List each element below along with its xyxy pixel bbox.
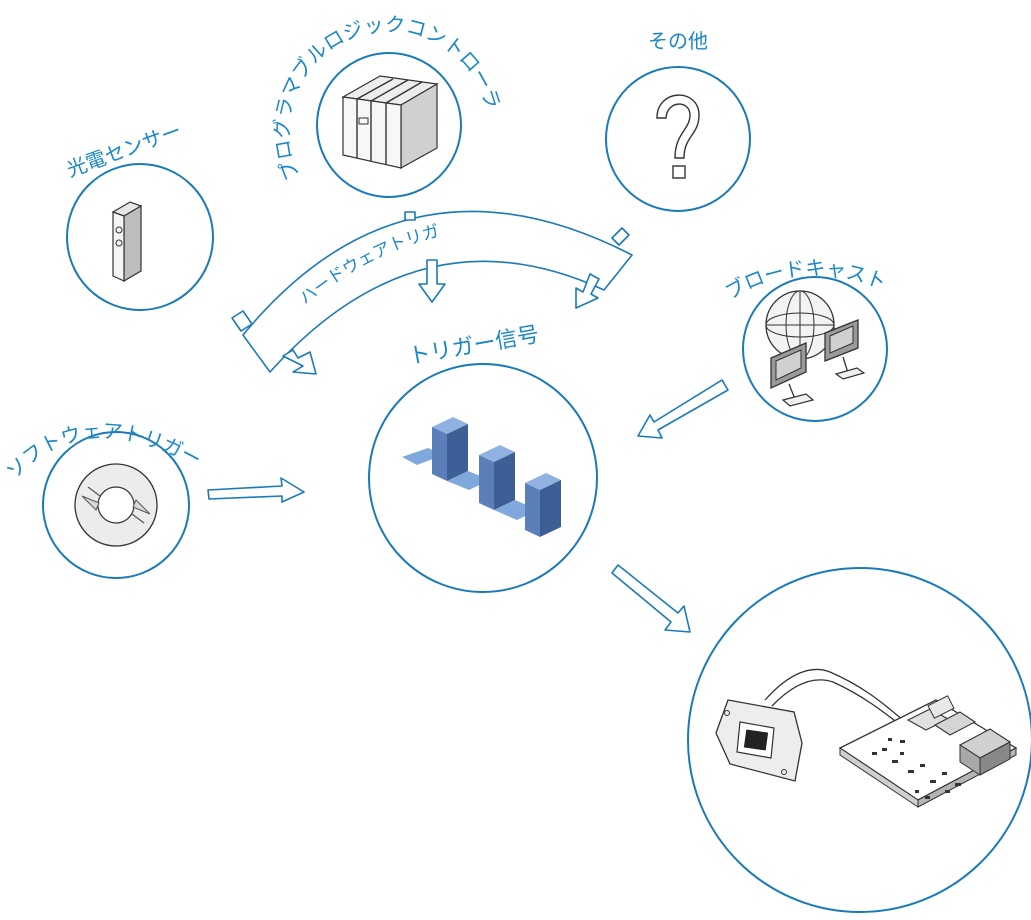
plc-cabinet-icon	[341, 75, 439, 170]
software-trigger-arrow	[207, 477, 305, 503]
hardware-trigger-arc	[242, 210, 633, 373]
software-trigger-node: ソフトウェアトリガー	[1, 419, 305, 579]
other-node: その他	[605, 29, 751, 212]
camera-board-node	[687, 567, 1031, 913]
plc-node: プログラマブルロジックコントローラ	[270, 12, 505, 198]
question-mark-icon	[656, 94, 700, 179]
globe-monitors-icon	[765, 290, 866, 407]
hw-stub-left	[231, 310, 253, 332]
hw-arrow-left	[282, 349, 317, 375]
square-wave-icon	[402, 417, 561, 537]
hw-arrow-right	[575, 273, 600, 309]
trigger-signal-label: トリガー信号	[407, 322, 541, 370]
broadcast-node: ブロードキャスト	[637, 256, 890, 439]
broadcast-arrow	[637, 379, 729, 439]
hw-stub-mid	[404, 211, 416, 221]
photoelectric-sensor-icon	[111, 201, 143, 283]
hw-arrow-mid	[418, 259, 446, 303]
photo-sensor-node: 光電センサー	[64, 118, 214, 311]
disc-icon	[74, 463, 158, 547]
other-ring	[605, 66, 751, 212]
output-arrow	[611, 564, 691, 633]
other-label: その他	[648, 29, 708, 53]
hw-stub-right	[611, 227, 630, 246]
camera-board-icon	[715, 668, 1018, 808]
trigger-signal-node: トリガー信号	[368, 322, 691, 633]
